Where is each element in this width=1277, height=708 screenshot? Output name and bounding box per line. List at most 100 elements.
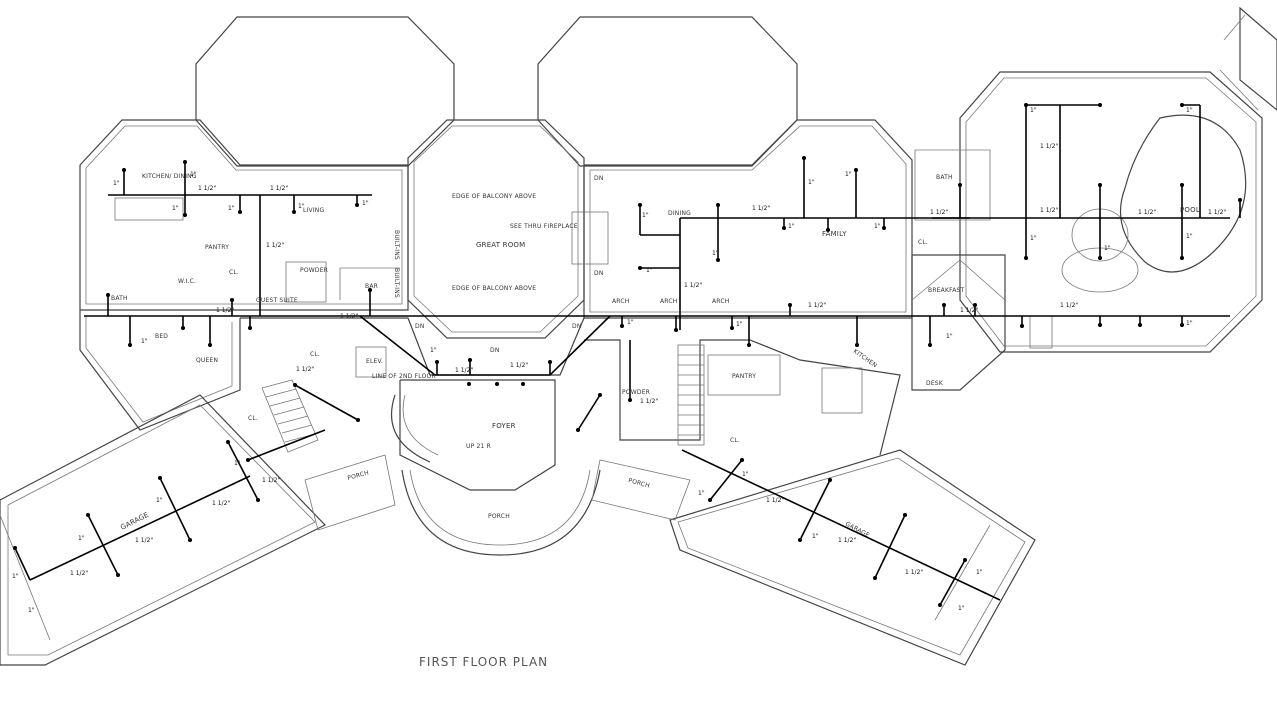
room-label-up-foyer: UP 21 R — [466, 443, 491, 450]
room-label-dn-4: DN — [572, 323, 582, 330]
room-label-see-thru-fireplace: SEE THRU FIREPLACE — [510, 223, 578, 230]
room-label-powder-left: POWDER — [300, 267, 328, 274]
room-label-pool: POOL — [1180, 206, 1200, 214]
pipe-label: 1" — [190, 171, 197, 178]
pipe-label: 1 1/2" — [1138, 209, 1156, 216]
room-label-cl-guest: CL. — [248, 415, 258, 422]
pipe-label: 1" — [141, 338, 148, 345]
room-labels: KITCHEN/ DINING LIVING BUILT-INS BUILT-I… — [111, 173, 1200, 539]
pipe-label: 1" — [234, 460, 241, 467]
pipe-label: 1 1/2" — [266, 242, 284, 249]
room-label-arch-2: ARCH — [660, 298, 677, 305]
pipe-label: 1" — [1030, 107, 1037, 114]
pipe-label: 1" — [228, 205, 235, 212]
pipe-label: 1" — [845, 171, 852, 178]
room-label-desk: DESK — [926, 380, 944, 387]
pipe-label: 1 1/2" — [135, 537, 153, 544]
pipe-label: 1" — [1030, 235, 1037, 242]
pipe-label: 1" — [113, 180, 120, 187]
pipe-label: 1" — [712, 250, 719, 257]
pipe-label: 1 1/2" — [1040, 207, 1058, 214]
pipe-label: 1 1/2" — [640, 398, 658, 405]
pipe-label: 1" — [78, 535, 85, 542]
room-label-wic: W.I.C. — [178, 278, 196, 285]
room-label-edge-balcony-bottom: EDGE OF BALCONY ABOVE — [452, 285, 536, 292]
room-label-queen: QUEEN — [196, 357, 218, 364]
room-label-pantry-left: PANTRY — [205, 244, 229, 251]
pipe-label: 1" — [1104, 245, 1111, 252]
pipe-label: 1" — [812, 533, 819, 540]
pipe-label: 1" — [698, 490, 705, 497]
room-label-dn-5: DN — [490, 347, 500, 354]
pipe-label: 1" — [874, 223, 881, 230]
room-label-bed: BED — [155, 333, 168, 340]
room-label-line-2nd-floor: LINE OF 2ND FLOOR — [372, 373, 436, 380]
pipe-label: 1" — [430, 347, 437, 354]
plan-title: FIRST FLOOR PLAN — [419, 655, 548, 669]
pipe-label: 1" — [172, 205, 179, 212]
room-label-cl-right: CL. — [918, 239, 928, 246]
right-stair — [677, 344, 705, 446]
room-label-elev: ELEV. — [366, 358, 383, 365]
pipe-label: 1 1/2" — [808, 302, 826, 309]
pipe-label: 1" — [958, 605, 965, 612]
pipe-label: 1 1/2" — [510, 362, 528, 369]
pipe-label: 1" — [646, 267, 653, 274]
pipe-label: 1 1/2" — [1208, 209, 1226, 216]
pipe-label: 1 1/2" — [684, 282, 702, 289]
room-label-guest-suite: GUEST SUITE — [256, 297, 298, 304]
room-label-dn-2: DN — [594, 270, 604, 277]
pipe-label: 1 1/2" — [296, 366, 314, 373]
pipe-label: 1 1/2" — [960, 307, 978, 314]
pipe-label: 1" — [642, 212, 649, 219]
room-label-garage-left: GARAGE — [119, 511, 150, 532]
pipe-label: 1 1/2" — [930, 209, 948, 216]
pipe-label: 1" — [946, 333, 953, 340]
room-label-edge-balcony-top: EDGE OF BALCONY ABOVE — [452, 193, 536, 200]
room-label-kitchen-dining-left: KITCHEN/ DINING — [142, 173, 197, 180]
room-label-cl-mid: CL. — [310, 351, 320, 358]
pipe-label: 1" — [298, 203, 305, 210]
room-label-foyer: FOYER — [492, 422, 516, 430]
room-label-dn-3: DN — [415, 323, 425, 330]
gas-outlets — [13, 103, 1242, 607]
pipe-label: 1 1/2" — [905, 569, 923, 576]
room-label-family: FAMILY — [822, 230, 847, 238]
room-label-bath-right: BATH — [936, 174, 953, 181]
room-label-porch-center: PORCH — [488, 513, 510, 520]
pipe-label: 1" — [742, 471, 749, 478]
pipe-label: 1 1/2" — [1040, 143, 1058, 150]
room-label-great-room: GREAT ROOM — [476, 241, 525, 249]
left-stair — [261, 379, 319, 453]
room-label-built-ins-lower: BUILT-INS — [393, 268, 400, 298]
room-label-powder-right: POWDER — [622, 389, 650, 396]
gas-piping — [14, 104, 1241, 606]
pipe-label: 1" — [627, 319, 634, 326]
building-outline — [0, 6, 1277, 666]
room-label-bar: BAR — [365, 283, 378, 290]
room-label-pantry-right: PANTRY — [732, 373, 756, 380]
pipe-label: 1 1/2" — [752, 205, 770, 212]
room-label-living: LIVING — [303, 207, 324, 214]
pipe-label: 1 1/2" — [1060, 302, 1078, 309]
room-label-dining: DINING — [668, 210, 691, 217]
room-label-arch-3: ARCH — [712, 298, 729, 305]
room-label-arch-1: ARCH — [612, 298, 629, 305]
pipe-label: 1" — [12, 573, 19, 580]
pipe-label: 1 1/2" — [455, 367, 473, 374]
room-label-porch-left: PORCH — [347, 469, 370, 481]
pipe-label: 1" — [808, 179, 815, 186]
pipe-label: 1" — [976, 569, 983, 576]
pipe-label: 1" — [156, 497, 163, 504]
room-label-kitchen-right: KITCHEN — [852, 348, 878, 369]
pipe-label: 1 1/2" — [216, 307, 234, 314]
room-label-breakfast: BREAKFAST — [928, 287, 965, 294]
pipe-label: 1 1/2" — [270, 185, 288, 192]
pipe-label: 1 1/2" — [838, 537, 856, 544]
room-label-dn-1: DN — [594, 175, 604, 182]
room-label-bath-left: BATH — [111, 295, 128, 302]
pipe-label: 1" — [788, 223, 795, 230]
pipe-label: 1 1/2" — [212, 500, 230, 507]
pipe-label: 1 1/2" — [262, 477, 280, 484]
pipe-size-labels: 1 1/2" 1 1/2" 1 1/2" 1" 1" 1" 1" 1" 1 1/… — [12, 107, 1226, 614]
